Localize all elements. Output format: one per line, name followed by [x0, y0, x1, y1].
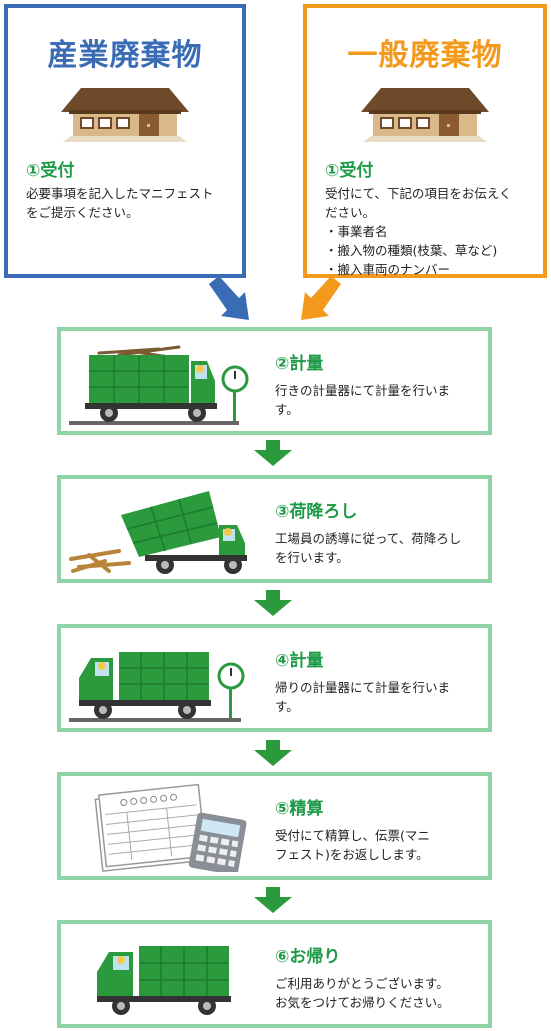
step-6-description: ご利用ありがとうございます。 お気をつけてお帰りください。	[275, 976, 450, 1010]
down-arrow-icon	[254, 740, 292, 766]
step-5-title: ⑤精算	[275, 799, 324, 819]
general-step-label: ①受付	[325, 161, 374, 181]
industrial-step-label: ①受付	[26, 161, 75, 181]
step-4-description: 帰りの計量器にて計量を行いま す。	[275, 680, 451, 714]
step-unloading: ③荷降ろし 工場員の誘導に従って、荷降ろし を行います。	[57, 475, 492, 583]
step-3-title: ③荷降ろし	[275, 502, 358, 522]
step-4-title: ④計量	[275, 651, 324, 671]
step-weighing-in: ②計量 行きの計量器にて計量を行いま す。	[57, 327, 492, 435]
down-arrow-icon	[254, 887, 292, 913]
dump-truck-unloading-icon	[69, 491, 247, 574]
empty-truck-on-scale-icon	[69, 652, 245, 722]
general-waste-title: 一般廃棄物	[347, 38, 503, 73]
general-waste-box: 一般廃棄物 ①受付 受付にて、下記の項目をお伝えく ださい。 ・事業者名 ・搬入…	[303, 4, 547, 278]
step-2-title: ②計量	[275, 354, 324, 374]
step-departure: ⑥お帰り ご利用ありがとうございます。 お気をつけてお帰りください。	[57, 920, 492, 1028]
industrial-waste-box: 産業廃棄物 ①受付 必要事項を記入したマニフェスト をご提示ください。	[4, 4, 246, 278]
down-arrow-icon	[254, 440, 292, 466]
industrial-waste-title: 産業廃棄物	[47, 38, 203, 73]
step-6-title: ⑥お帰り	[275, 947, 341, 967]
departing-truck-icon	[97, 946, 231, 1015]
general-step-description: 受付にて、下記の項目をお伝えく ださい。 ・事業者名 ・搬入物の種類(枝葉、草な…	[325, 186, 512, 277]
loaded-truck-on-scale-icon	[69, 345, 249, 425]
down-arrow-icon	[254, 590, 292, 616]
step-3-description: 工場員の誘導に従って、荷降ろし を行います。	[275, 531, 462, 565]
orange-arrow-icon	[301, 276, 341, 320]
step-weighing-out: ④計量 帰りの計量器にて計量を行いま す。	[57, 624, 492, 732]
invoice-calculator-icon	[94, 783, 247, 872]
house-icon	[361, 88, 489, 142]
industrial-step-description: 必要事項を記入したマニフェスト をご提示ください。	[26, 186, 214, 220]
step-5-description: 受付にて精算し、伝票(マニ フェスト)をお返しします。	[275, 828, 430, 862]
step-settlement: ⑤精算 受付にて精算し、伝票(マニ フェスト)をお返しします。	[57, 772, 492, 880]
step-2-description: 行きの計量器にて計量を行いま す。	[275, 383, 451, 417]
blue-arrow-icon	[209, 276, 249, 320]
house-icon	[61, 88, 189, 142]
